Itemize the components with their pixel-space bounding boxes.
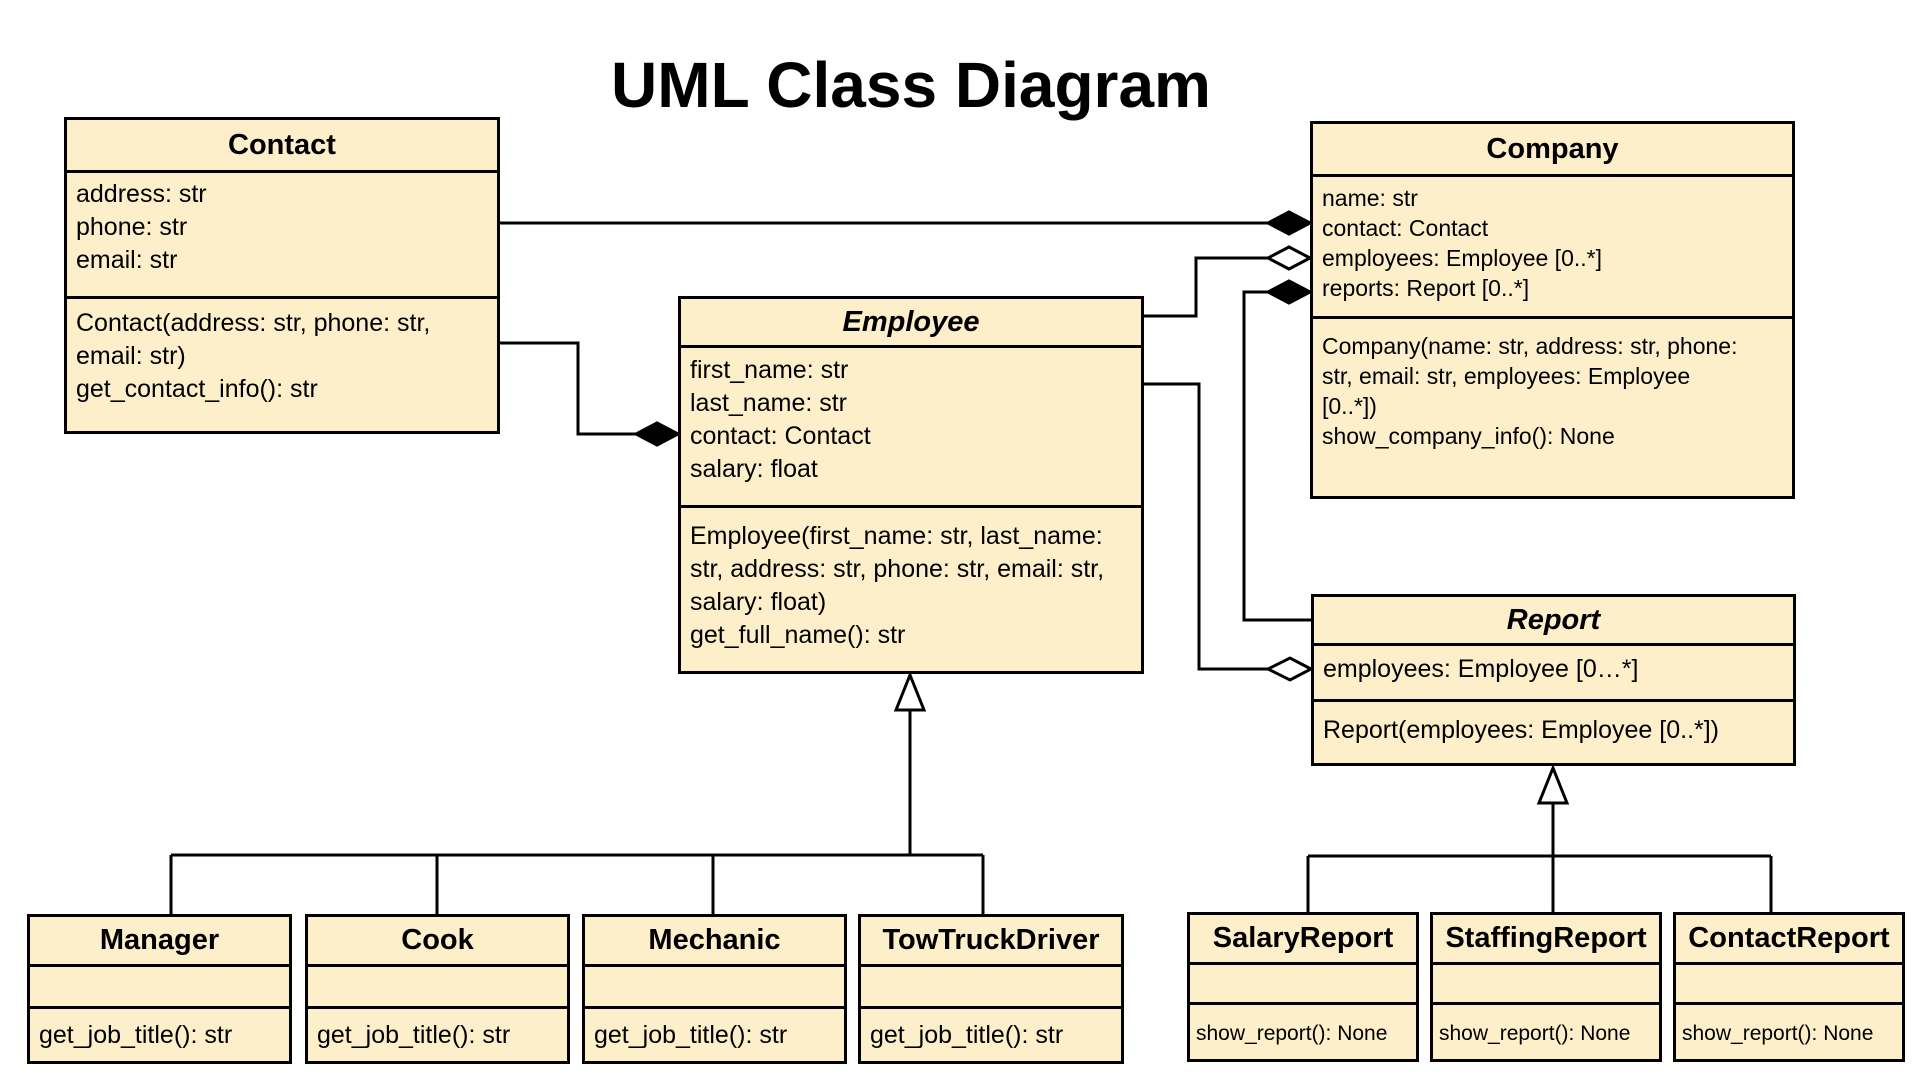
staffingreport-attributes bbox=[1433, 965, 1659, 1005]
contact-employee-composition-line bbox=[500, 341, 636, 436]
contact-class-name: Contact bbox=[67, 120, 497, 173]
cook-method-get-job-title: get_job_title(): str bbox=[317, 1021, 511, 1049]
salaryreport-class: SalaryReport show_report(): None bbox=[1187, 912, 1419, 1062]
contact-attributes: address: str phone: str email: str bbox=[67, 173, 497, 299]
report-operations: Report(employees: Employee [0..*]) bbox=[1314, 702, 1793, 763]
contact-attribute-email: email: str bbox=[76, 246, 178, 274]
contactreport-class: ContactReport show_report(): None bbox=[1673, 912, 1905, 1062]
contact-class: Contact address: str phone: str email: s… bbox=[64, 117, 500, 434]
contact-constructor: Contact(address: str, phone: str, email:… bbox=[76, 309, 431, 370]
report-attributes: employees: Employee [0…*] bbox=[1314, 646, 1793, 702]
employee-method-get-full-name: get_full_name(): str bbox=[690, 621, 906, 649]
report-constructor: Report(employees: Employee [0..*]) bbox=[1323, 716, 1720, 744]
company-class: Company name: str contact: Contact emplo… bbox=[1310, 121, 1795, 499]
company-attribute-reports: reports: Report [0..*] bbox=[1322, 275, 1530, 301]
manager-operations: get_job_title(): str bbox=[30, 1009, 289, 1061]
contact-attribute-phone: phone: str bbox=[76, 213, 188, 241]
manager-class: Manager get_job_title(): str bbox=[27, 914, 292, 1064]
salaryreport-operations: show_report(): None bbox=[1190, 1005, 1416, 1059]
company-attribute-contact: contact: Contact bbox=[1322, 215, 1489, 241]
manager-attributes bbox=[30, 967, 289, 1009]
staffingreport-class-name: StaffingReport bbox=[1433, 915, 1659, 965]
employee-attribute-last-name: last_name: str bbox=[690, 389, 848, 417]
contactreport-operations: show_report(): None bbox=[1676, 1005, 1902, 1059]
employee-attribute-contact: contact: Contact bbox=[690, 422, 871, 450]
staffingreport-method-show-report: show_report(): None bbox=[1439, 1022, 1631, 1045]
company-class-name: Company bbox=[1313, 124, 1792, 177]
staffingreport-operations: show_report(): None bbox=[1433, 1005, 1659, 1059]
employee-contact-composition-diamond bbox=[632, 421, 682, 447]
cook-class: Cook get_job_title(): str bbox=[305, 914, 570, 1064]
towtruckdriver-class-name: TowTruckDriver bbox=[861, 917, 1121, 967]
towtruckdriver-operations: get_job_title(): str bbox=[861, 1009, 1121, 1061]
report-generalization-triangle bbox=[1536, 763, 1570, 805]
company-attribute-employees: employees: Employee [0..*] bbox=[1322, 245, 1602, 271]
report-company-composition-line bbox=[1242, 290, 1311, 622]
towtruckdriver-method-get-job-title: get_job_title(): str bbox=[870, 1021, 1064, 1049]
contactreport-attributes bbox=[1676, 965, 1902, 1005]
manager-method-get-job-title: get_job_title(): str bbox=[39, 1021, 233, 1049]
company-operations: Company(name: str, address: str, phone: … bbox=[1313, 319, 1792, 496]
towtruckdriver-class: TowTruckDriver get_job_title(): str bbox=[858, 914, 1124, 1064]
employee-operations: Employee(first_name: str, last_name: str… bbox=[681, 508, 1141, 671]
salaryreport-attributes bbox=[1190, 965, 1416, 1005]
company-contact-composition-diamond bbox=[1264, 210, 1314, 236]
mechanic-method-get-job-title: get_job_title(): str bbox=[594, 1021, 788, 1049]
contactreport-class-name: ContactReport bbox=[1676, 915, 1902, 965]
employee-class-name: Employee bbox=[681, 299, 1141, 348]
employee-class: Employee first_name: str last_name: str … bbox=[678, 296, 1144, 674]
employee-report-aggregation-line bbox=[1144, 382, 1268, 671]
mechanic-class-name: Mechanic bbox=[585, 917, 844, 967]
salaryreport-method-show-report: show_report(): None bbox=[1196, 1022, 1388, 1045]
contact-attribute-address: address: str bbox=[76, 180, 207, 208]
report-class-name: Report bbox=[1314, 597, 1793, 646]
report-employees-aggregation-diamond bbox=[1264, 656, 1315, 682]
company-constructor: Company(name: str, address: str, phone: … bbox=[1322, 333, 1738, 419]
manager-class-name: Manager bbox=[30, 917, 289, 967]
company-attribute-name: name: str bbox=[1322, 185, 1418, 211]
cook-class-name: Cook bbox=[308, 917, 567, 967]
contactreport-method-show-report: show_report(): None bbox=[1682, 1022, 1874, 1045]
employee-generalization-triangle bbox=[893, 670, 927, 712]
cook-attributes bbox=[308, 967, 567, 1009]
mechanic-attributes bbox=[585, 967, 844, 1009]
employee-company-aggregation-line bbox=[1144, 256, 1268, 318]
mechanic-class: Mechanic get_job_title(): str bbox=[582, 914, 847, 1064]
contact-operations: Contact(address: str, phone: str, email:… bbox=[67, 299, 497, 431]
staffingreport-class: StaffingReport show_report(): None bbox=[1430, 912, 1662, 1062]
towtruckdriver-attributes bbox=[861, 967, 1121, 1009]
employee-attribute-first-name: first_name: str bbox=[690, 356, 849, 384]
report-class: Report employees: Employee [0…*] Report(… bbox=[1311, 594, 1796, 766]
salaryreport-class-name: SalaryReport bbox=[1190, 915, 1416, 965]
report-attribute-employees: employees: Employee [0…*] bbox=[1323, 655, 1639, 683]
cook-operations: get_job_title(): str bbox=[308, 1009, 567, 1061]
company-attributes: name: str contact: Contact employees: Em… bbox=[1313, 177, 1792, 319]
employee-attribute-salary: salary: float bbox=[690, 455, 818, 483]
employee-constructor: Employee(first_name: str, last_name: str… bbox=[690, 522, 1105, 616]
company-employees-aggregation-diamond bbox=[1264, 245, 1314, 271]
mechanic-operations: get_job_title(): str bbox=[585, 1009, 844, 1061]
company-method-show-company-info: show_company_info(): None bbox=[1322, 423, 1615, 449]
contact-method-get-contact-info: get_contact_info(): str bbox=[76, 375, 318, 403]
employee-attributes: first_name: str last_name: str contact: … bbox=[681, 348, 1141, 508]
company-reports-composition-diamond bbox=[1264, 279, 1314, 305]
diagram-title: UML Class Diagram bbox=[611, 49, 1211, 121]
